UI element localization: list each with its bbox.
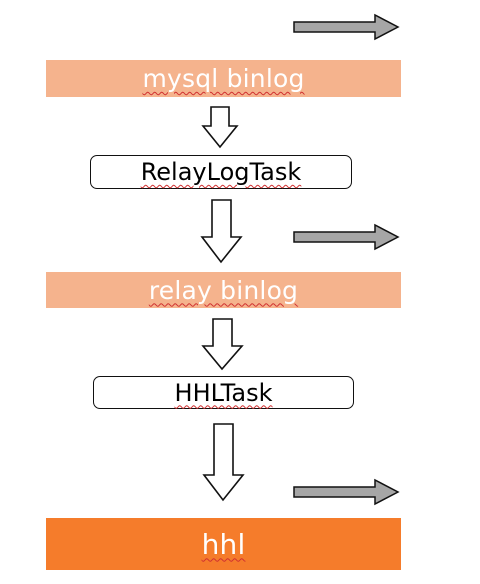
relay-binlog-label: relay binlog xyxy=(148,275,299,305)
hhl-task-label: HHLTask xyxy=(174,378,273,407)
down-arrow-icon-4 xyxy=(202,423,245,502)
mysql-binlog-label: mysql binlog xyxy=(142,64,305,93)
down-arrow-icon-2 xyxy=(200,199,243,264)
right-arrow-icon-bottom xyxy=(293,478,400,506)
hhl-node: hhl xyxy=(46,518,401,570)
relaylog-task-label: RelayLogTask xyxy=(140,158,302,186)
down-arrow-icon-3 xyxy=(201,318,244,371)
mysql-binlog-node: mysql binlog xyxy=(46,60,401,97)
right-arrow-icon-top xyxy=(293,13,400,41)
down-arrow-icon-1 xyxy=(201,106,239,149)
right-arrow-icon-middle xyxy=(293,223,400,251)
hhl-task-node: HHLTask xyxy=(93,376,354,409)
relaylog-task-node: RelayLogTask xyxy=(90,155,352,189)
relay-binlog-node: relay binlog xyxy=(46,272,401,308)
hhl-label: hhl xyxy=(201,527,246,561)
